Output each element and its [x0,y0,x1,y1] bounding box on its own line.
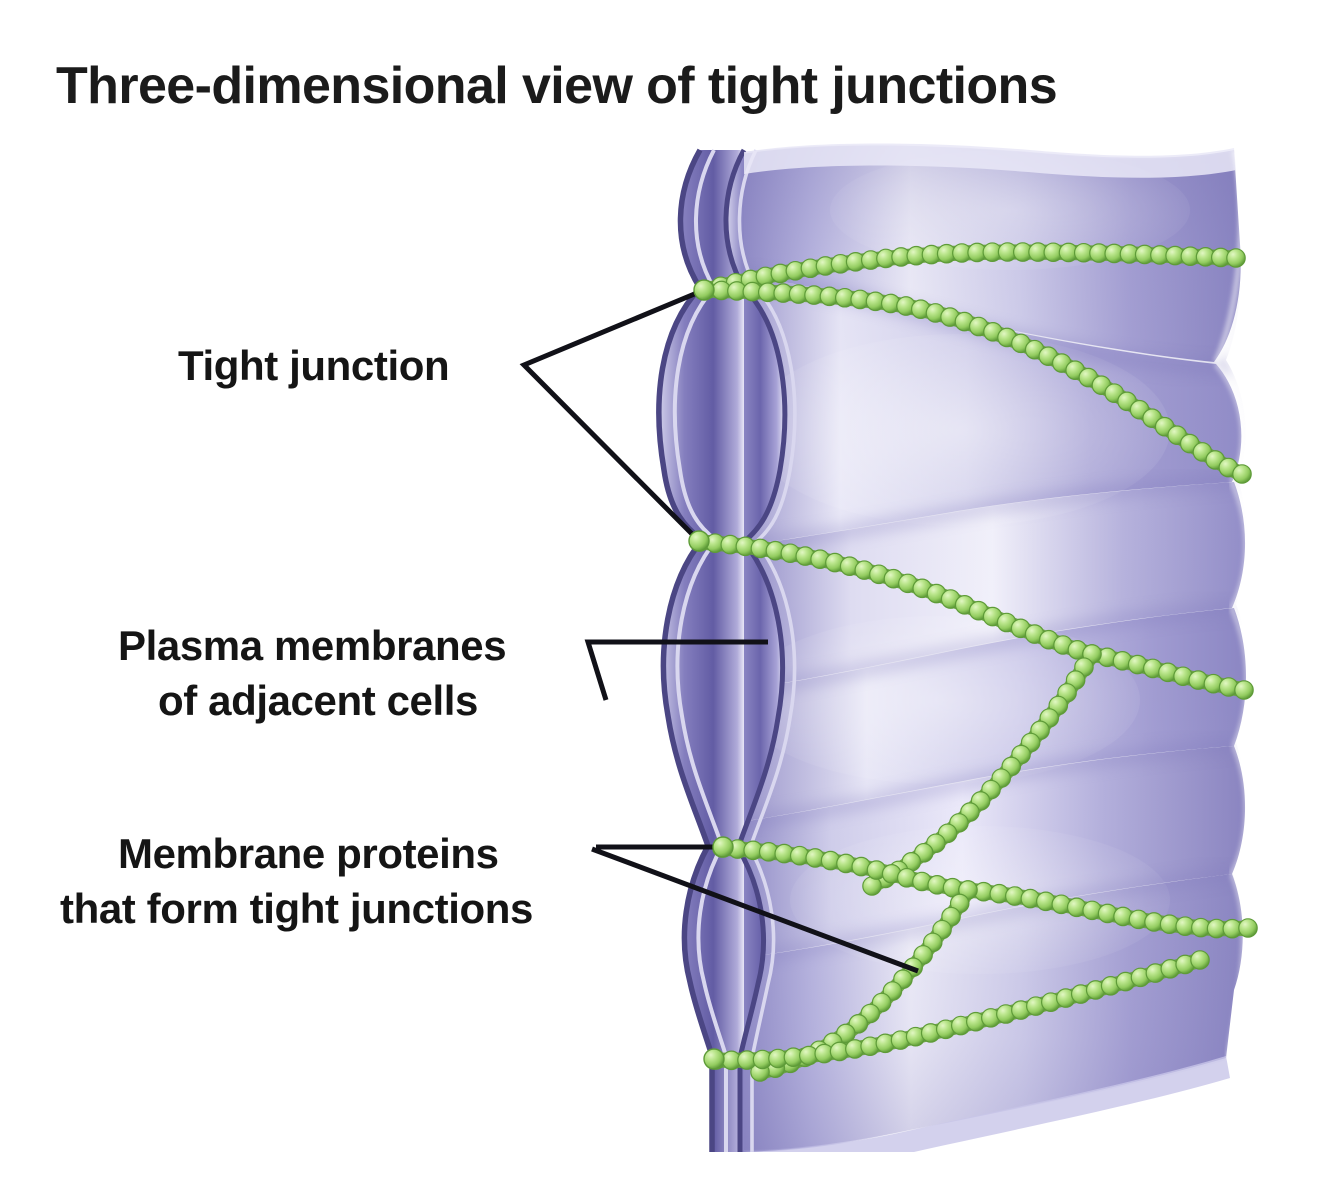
sheet-top-lip [744,143,1236,178]
callout-membrane-proteins: Membrane proteins that form tight juncti… [60,830,533,932]
tight-junction-point [712,836,734,858]
tight-junction-point [703,1048,725,1070]
leader-tight-junction [519,287,705,542]
protein-bead [1238,918,1258,938]
protein-bead [1226,248,1246,268]
tight-junction-point [693,279,715,301]
callout-label-line: Plasma membranes [118,622,506,669]
tight-junction-points [688,279,734,1070]
callout-label-line: Membrane proteins [118,830,499,877]
leader-membrane-proteins-diagonal [591,846,919,974]
protein-bead [1234,680,1254,700]
page-title: Three-dimensional view of tight junction… [56,57,1057,115]
callout-label-line: Tight junction [178,342,449,389]
callout-label-line: that form tight junctions [60,885,533,932]
tight-junction-point [688,530,710,552]
tight-junction-strand-network [690,242,1258,1082]
sheet-bottom-lip [744,1056,1230,1152]
callout-tight-junction: Tight junction [178,342,450,389]
callout-plasma-membranes: Plasma membranes of adjacent cells [118,622,507,724]
protein-bead [1190,950,1210,970]
callout-leaders [519,287,919,974]
protein-bead [1232,464,1252,484]
leader-plasma-membranes [584,639,768,701]
callout-label-line: of adjacent cells [158,677,478,724]
plasma-membrane-back [658,150,744,1152]
plasma-membrane-front [725,150,785,1152]
